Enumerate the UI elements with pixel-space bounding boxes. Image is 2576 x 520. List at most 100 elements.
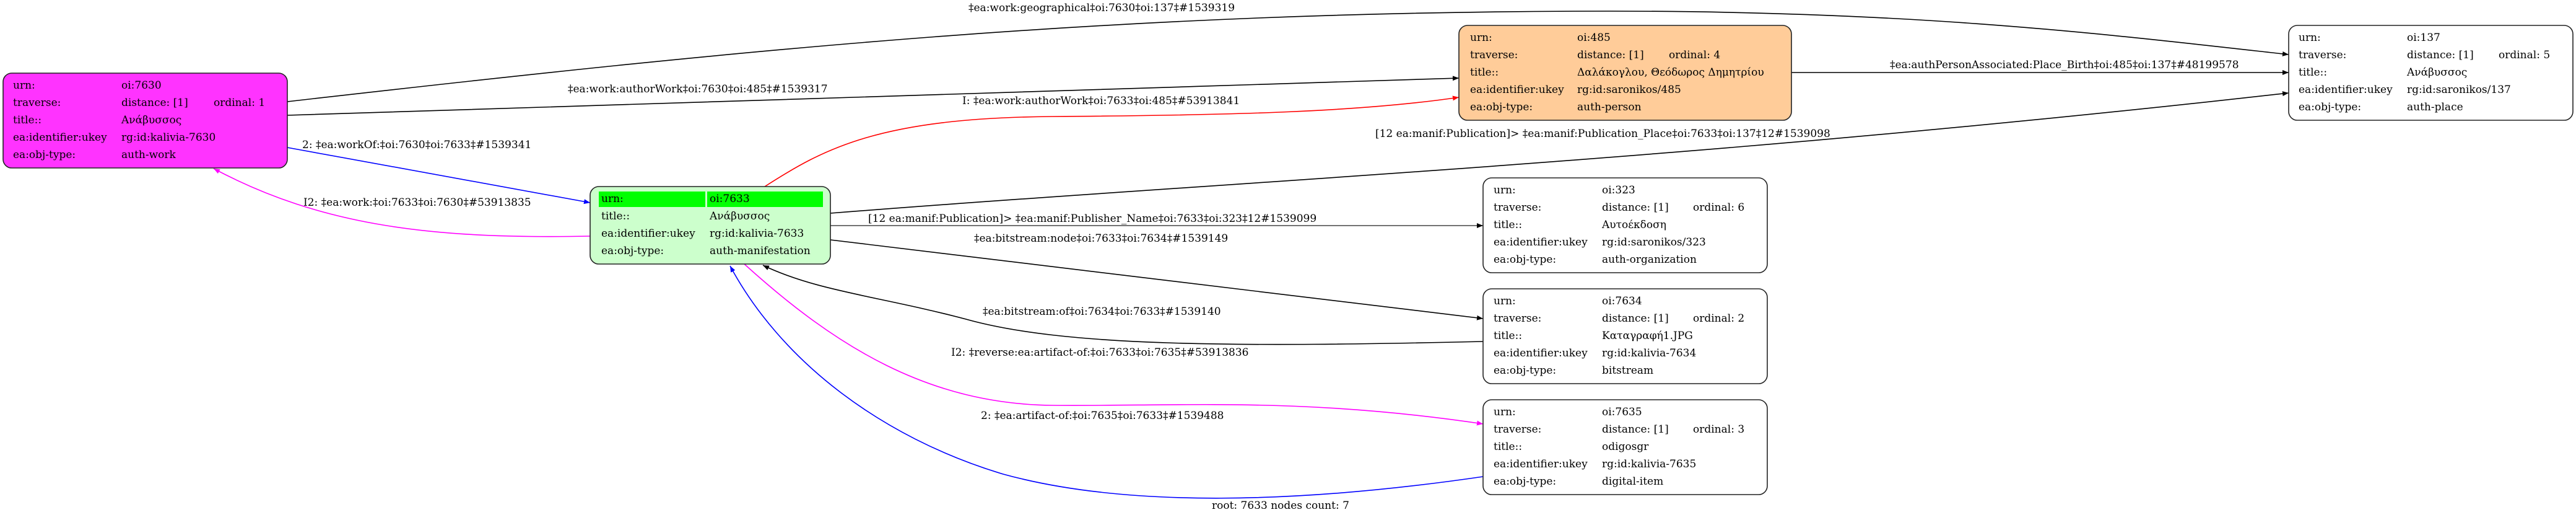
nodes-layer: urn: oi:7630 traverse: distance: [1] ordinal… (2, 25, 2574, 495)
node-field-label-traverse: traverse: (1470, 49, 1518, 61)
node-field-value-title: Ανάβυσσος (121, 114, 181, 126)
node-field-value-traverse: distance: [1] (1602, 312, 1669, 325)
node-field-value-title: Ανάβυσσος (2406, 66, 2467, 79)
node-field-label-title: title:: (1494, 330, 1522, 342)
edge-reverse-artifact-of[interactable] (744, 263, 1484, 426)
node-field-value-title: Ανάβυσσος (709, 210, 770, 223)
node-field-label-urn: urn: (13, 79, 35, 92)
node-field-value-ea-obj-type: bitstream (1602, 364, 1653, 377)
node-field-ordinal: ordinal: 1 (214, 97, 265, 109)
node-field-label-traverse: traverse: (1494, 423, 1541, 436)
node-field-label-title: title:: (13, 114, 41, 126)
node-field-label-ea-identifier-ukey: ea:identifier:ukey (1494, 236, 1588, 249)
node-field-value-urn: oi:137 (2407, 32, 2440, 44)
node-field-label-traverse: traverse: (2299, 49, 2346, 61)
edge-label-work-inverse: I2: ‡ea:work:‡oi:7633‡oi:7630‡#53913835 (303, 196, 531, 209)
node-field-value-urn: oi:323 (1602, 184, 1635, 196)
node-field-label-title: title:: (601, 210, 630, 223)
node-field-value-traverse: distance: [1] (1577, 49, 1644, 61)
node-box (2, 73, 288, 169)
edge-label-place-birth: ‡ea:authPersonAssociated:Place_Birth‡oi:… (1890, 59, 2239, 71)
node-field-label-ea-identifier-ukey: ea:identifier:ukey (2299, 84, 2393, 96)
node-field-value-ea-obj-type: auth-place (2407, 101, 2463, 113)
node-oi-7634[interactable]: urn: oi:7634 traverse: distance: [1] ordinal… (1482, 288, 1768, 384)
node-field-value-urn: oi:7633 (710, 193, 750, 205)
edge-work-of[interactable] (287, 147, 591, 205)
edge-bitstream-node[interactable] (830, 239, 1484, 320)
node-field-value-urn: oi:7634 (1602, 295, 1642, 307)
node-field-value-title: Καταγραφή1.JPG (1602, 330, 1693, 342)
node-field-value-ea-identifier-ukey: rg:id:kalivia-7633 (710, 227, 804, 240)
node-box (1482, 177, 1768, 273)
node-field-value-title: Αυτοέκδοση (1601, 219, 1666, 231)
edge-label-bitstream-node: ‡ea:bitstream:node‡oi:7633‡oi:7634‡#1539… (974, 232, 1228, 245)
edge-publication-place[interactable] (830, 91, 2289, 214)
edge-label-work-of: 2: ‡ea:workOf:‡oi:7630‡oi:7633‡#1539341 (302, 139, 531, 151)
edge-label-reverse-artifact-of: I2: ‡reverse:ea:artifact-of:‡oi:7633‡oi:… (951, 346, 1248, 359)
node-field-label-traverse: traverse: (1494, 312, 1541, 325)
node-field-label-ea-identifier-ukey: ea:identifier:ukey (1494, 347, 1588, 359)
node-field-ordinal: ordinal: 3 (1693, 423, 1744, 436)
edge-label-publication-place: [12 ea:manif:Publication]> ‡ea:manif:Pub… (1375, 128, 1830, 140)
node-field-label-ea-obj-type: ea:obj-type: (13, 149, 76, 161)
node-field-value-traverse: distance: [1] (1602, 201, 1669, 214)
edge-labels-layer: ‡ea:work:geographical‡oi:7630‡oi:137‡#15… (302, 2, 2239, 512)
node-field-ordinal: ordinal: 2 (1693, 312, 1744, 325)
node-field-value-urn: oi:7635 (1602, 406, 1642, 418)
node-field-value-ea-identifier-ukey: rg:id:kalivia-7634 (1602, 347, 1696, 359)
edge-author-work-inverse[interactable] (764, 95, 1460, 187)
node-field-label-ea-obj-type: ea:obj-type: (1494, 475, 1556, 488)
node-field-label-ea-obj-type: ea:obj-type: (1494, 253, 1556, 266)
edge-artifact-of[interactable] (729, 265, 1484, 499)
node-field-value-ea-identifier-ukey: rg:id:kalivia-7635 (1602, 458, 1696, 470)
edge-geographical[interactable] (287, 11, 2289, 102)
edge-label-author-work: ‡ea:work:authorWork‡oi:7630‡oi:485‡#1539… (568, 83, 828, 95)
node-field-value-ea-identifier-ukey: rg:id:saronikos/137 (2407, 84, 2511, 96)
node-field-label-urn: urn: (1494, 295, 1516, 307)
node-field-label-title: title:: (1470, 66, 1499, 79)
node-field-ordinal: ordinal: 4 (1669, 49, 1720, 61)
node-field-value-title: odigosgr (1602, 441, 1649, 453)
node-field-label-urn: urn: (1470, 32, 1492, 44)
node-box (1482, 399, 1768, 495)
root-header-label-cell (599, 192, 705, 207)
edge-work-inverse[interactable] (213, 168, 591, 237)
node-field-value-ea-obj-type: auth-organization (1602, 253, 1697, 266)
edge-bitstream-of[interactable] (762, 265, 1484, 345)
node-field-value-ea-obj-type: digital-item (1602, 475, 1663, 488)
edge-label-author-work-inverse: I: ‡ea:work:authorWork‡oi:7633‡oi:485‡#5… (962, 95, 1240, 107)
edge-label-bitstream-of: ‡ea:bitstream:of‡oi:7634‡oi:7633‡#153914… (983, 306, 1221, 318)
node-field-label-ea-obj-type: ea:obj-type: (1494, 364, 1556, 377)
node-field-label-ea-obj-type: ea:obj-type: (1470, 101, 1533, 113)
node-field-value-ea-obj-type: auth-work (121, 149, 176, 161)
edge-label-artifact-of: 2: ‡ea:artifact-of:‡oi:7635‡oi:7633‡#153… (981, 410, 1224, 422)
node-field-value-ea-obj-type: auth-manifestation (710, 245, 811, 257)
node-field-label-urn: urn: (1494, 406, 1516, 418)
edge-author-work[interactable] (287, 76, 1460, 116)
node-field-label-urn: urn: (1494, 184, 1516, 196)
node-field-label-title: title:: (2299, 66, 2327, 79)
node-field-label-ea-identifier-ukey: ea:identifier:ukey (1470, 84, 1564, 96)
node-oi-7633[interactable]: urn:oi:7633title::Ανάβυσσοςea:identifier… (590, 186, 831, 265)
node-field-label-ea-identifier-ukey: ea:identifier:ukey (13, 131, 107, 144)
node-field-value-traverse: distance: [1] (1602, 423, 1669, 436)
edges-layer (213, 11, 2289, 499)
node-field-label-ea-obj-type: ea:obj-type: (601, 245, 664, 257)
edge-label-geographical: ‡ea:work:geographical‡oi:7630‡oi:137‡#15… (968, 2, 1235, 14)
node-field-ordinal: ordinal: 5 (2499, 49, 2550, 61)
node-field-label-title: title:: (1494, 441, 1522, 453)
node-field-value-traverse: distance: [1] (2407, 49, 2474, 61)
edge-label-publisher-name: [12 ea:manif:Publication]> ‡ea:manif:Pub… (868, 213, 1316, 225)
node-field-label-title: title:: (1494, 219, 1522, 231)
node-field-value-ea-identifier-ukey: rg:id:kalivia-7630 (121, 131, 215, 144)
node-field-value-urn: oi:7630 (121, 79, 162, 92)
node-box (1458, 25, 1792, 121)
node-field-label-urn: urn: (601, 193, 624, 205)
node-oi-7635[interactable]: urn: oi:7635 traverse: distance: [1] ordinal… (1482, 399, 1768, 495)
node-field-value-ea-obj-type: auth-person (1577, 101, 1642, 113)
